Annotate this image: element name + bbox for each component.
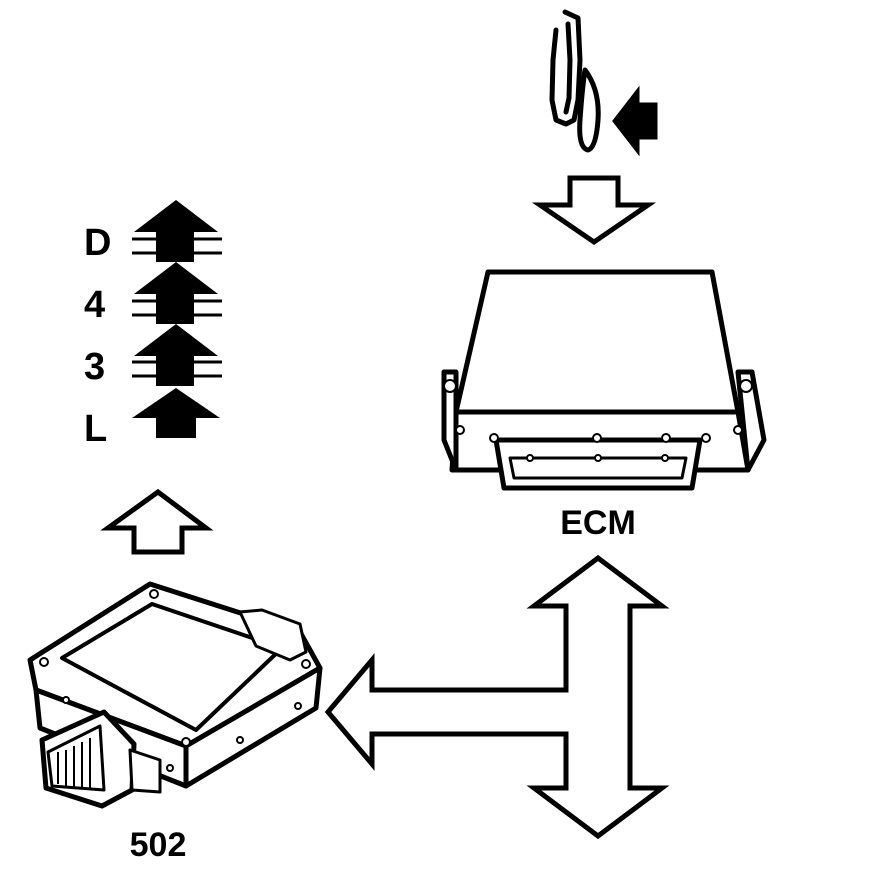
gear-indicator-3: 3 (84, 324, 222, 388)
gear-arrow-icon (134, 324, 218, 386)
gear-arrow-icon (132, 388, 220, 438)
gear-indicator-list: D 4 3 L (84, 200, 222, 450)
module-502-label: 502 (130, 826, 187, 864)
module-502-bolts (39, 589, 311, 772)
ecm-unit (441, 269, 767, 491)
pedal-input-arrow (612, 85, 658, 157)
gear-label-d: D (84, 222, 111, 264)
gear-arrow-icon (134, 262, 218, 324)
module-502-unit (27, 581, 323, 809)
ecm-bolts (443, 379, 753, 462)
gear-indicator-l: L (84, 388, 220, 450)
module-to-gears-arrow (100, 488, 214, 555)
gear-arrow-icon (134, 200, 218, 262)
brake-pedal-icon (549, 9, 601, 153)
gear-indicator-d: D (84, 200, 222, 264)
gear-label-3: 3 (84, 346, 105, 388)
gear-label-4: 4 (84, 284, 105, 326)
ecm-label: ECM (560, 504, 636, 542)
gear-label-l: L (84, 408, 107, 450)
gear-indicator-4: 4 (84, 262, 222, 326)
pedal-to-ecm-arrow (531, 175, 657, 246)
module-502-connector-pins (57, 738, 91, 790)
ecm-module-communication-arrow (324, 554, 670, 840)
